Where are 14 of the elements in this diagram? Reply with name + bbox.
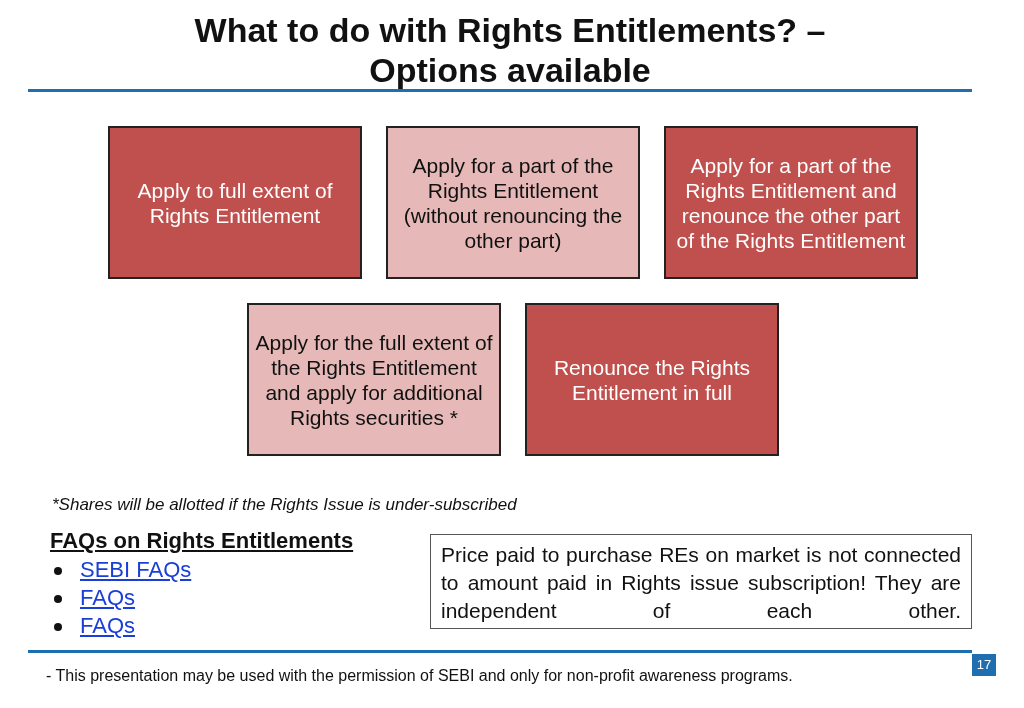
footnote: *Shares will be allotted if the Rights Issue is under-subscribed bbox=[52, 495, 517, 515]
page-number: 17 bbox=[972, 654, 996, 676]
option-box: Apply for a part of the Rights Entitlement and renounce the other part of the Rights Entitlement bbox=[664, 126, 918, 279]
option-box: Renounce the Rights Entitlement in full bbox=[525, 303, 779, 456]
note-box: Price paid to purchase REs on market is not connected to amount paid in Rights issue subscription! They are independent of each other. bbox=[430, 534, 972, 629]
option-box: Apply for a part of the Rights Entitlement (without renouncing the other part) bbox=[386, 126, 640, 279]
footer-note: - This presentation may be used with the permission of SEBI and only for non-profit awareness programs. bbox=[46, 667, 793, 685]
slide-title: What to do with Rights Entitlements? – Options available bbox=[193, 10, 827, 90]
faq-link: FAQs bbox=[80, 613, 135, 639]
faq-link: SEBI FAQs bbox=[80, 557, 192, 583]
option-box: Apply to full extent of Rights Entitlement bbox=[108, 126, 362, 279]
option-box: Apply for the full extent of the Rights Entitlement and apply for additional Rights securities * bbox=[247, 303, 501, 456]
section-heading: FAQs on Rights Entitlements bbox=[50, 528, 354, 554]
faq-link: FAQs bbox=[80, 585, 135, 611]
